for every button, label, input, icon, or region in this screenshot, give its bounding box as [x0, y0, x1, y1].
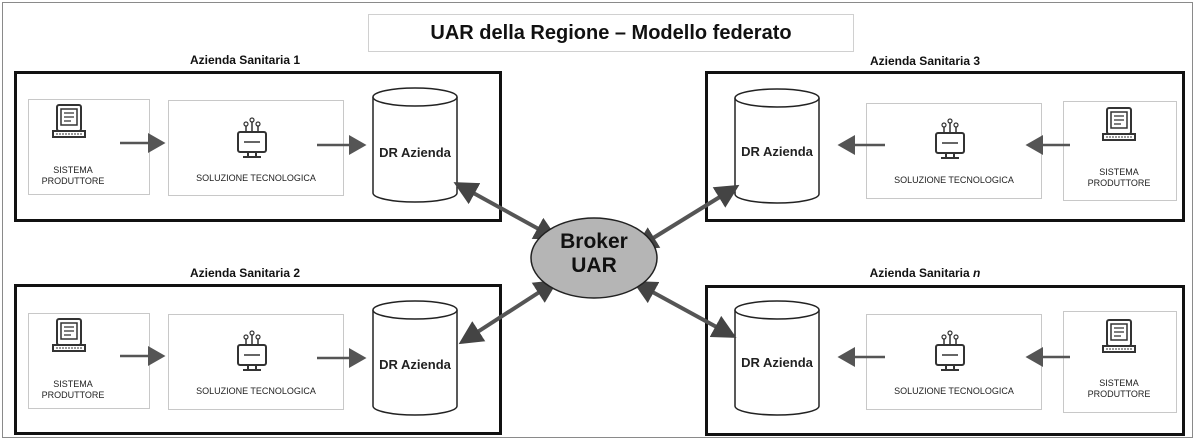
- sistema-panel-1: [28, 99, 150, 195]
- dr-azienda-label-2: DR Azienda: [379, 357, 451, 372]
- dr-azienda-label-1: DR Azienda: [379, 145, 451, 160]
- monitor-network-icon: [237, 330, 267, 371]
- monitor-network-icon: [935, 118, 965, 159]
- azienda-2-label: Azienda Sanitaria 2: [189, 266, 301, 280]
- soluzione-label-1: SOLUZIONE TECNOLOGICA: [196, 173, 316, 183]
- broker-ellipse: [530, 217, 658, 299]
- broker-link-3: [633, 184, 740, 251]
- soluzione-label-n: SOLUZIONE TECNOLOGICA: [894, 386, 1014, 396]
- broker-link-2: [458, 279, 559, 345]
- computer-document-icon: [52, 104, 86, 138]
- sistema-panel-3: [1063, 101, 1177, 201]
- computer-document-icon: [52, 318, 86, 352]
- broker-link-n: [632, 281, 737, 338]
- soluzione-panel-1: [168, 100, 344, 196]
- soluzione-panel-3: [866, 103, 1042, 199]
- broker-link-1: [453, 182, 559, 240]
- dr-azienda-label-n: DR Azienda: [741, 355, 813, 370]
- dr-azienda-label-3: DR Azienda: [741, 144, 813, 159]
- computer-document-icon: [1102, 107, 1136, 141]
- azienda-1-label: Azienda Sanitaria 1: [189, 53, 301, 67]
- diagram-title: UAR della Regione – Modello federato: [368, 14, 854, 52]
- monitor-network-icon: [237, 117, 267, 158]
- azienda-3-label: Azienda Sanitaria 3: [869, 54, 981, 68]
- sistema-panel-2: [28, 313, 150, 409]
- azienda-n-label: Azienda Sanitaria n: [869, 266, 981, 280]
- soluzione-label-3: SOLUZIONE TECNOLOGICA: [894, 175, 1014, 185]
- soluzione-label-2: SOLUZIONE TECNOLOGICA: [196, 386, 316, 396]
- computer-document-icon: [1102, 319, 1136, 353]
- soluzione-panel-2: [168, 314, 344, 410]
- broker-label: Broker UAR: [560, 230, 628, 277]
- soluzione-panel-n: [866, 314, 1042, 410]
- monitor-network-icon: [935, 330, 965, 371]
